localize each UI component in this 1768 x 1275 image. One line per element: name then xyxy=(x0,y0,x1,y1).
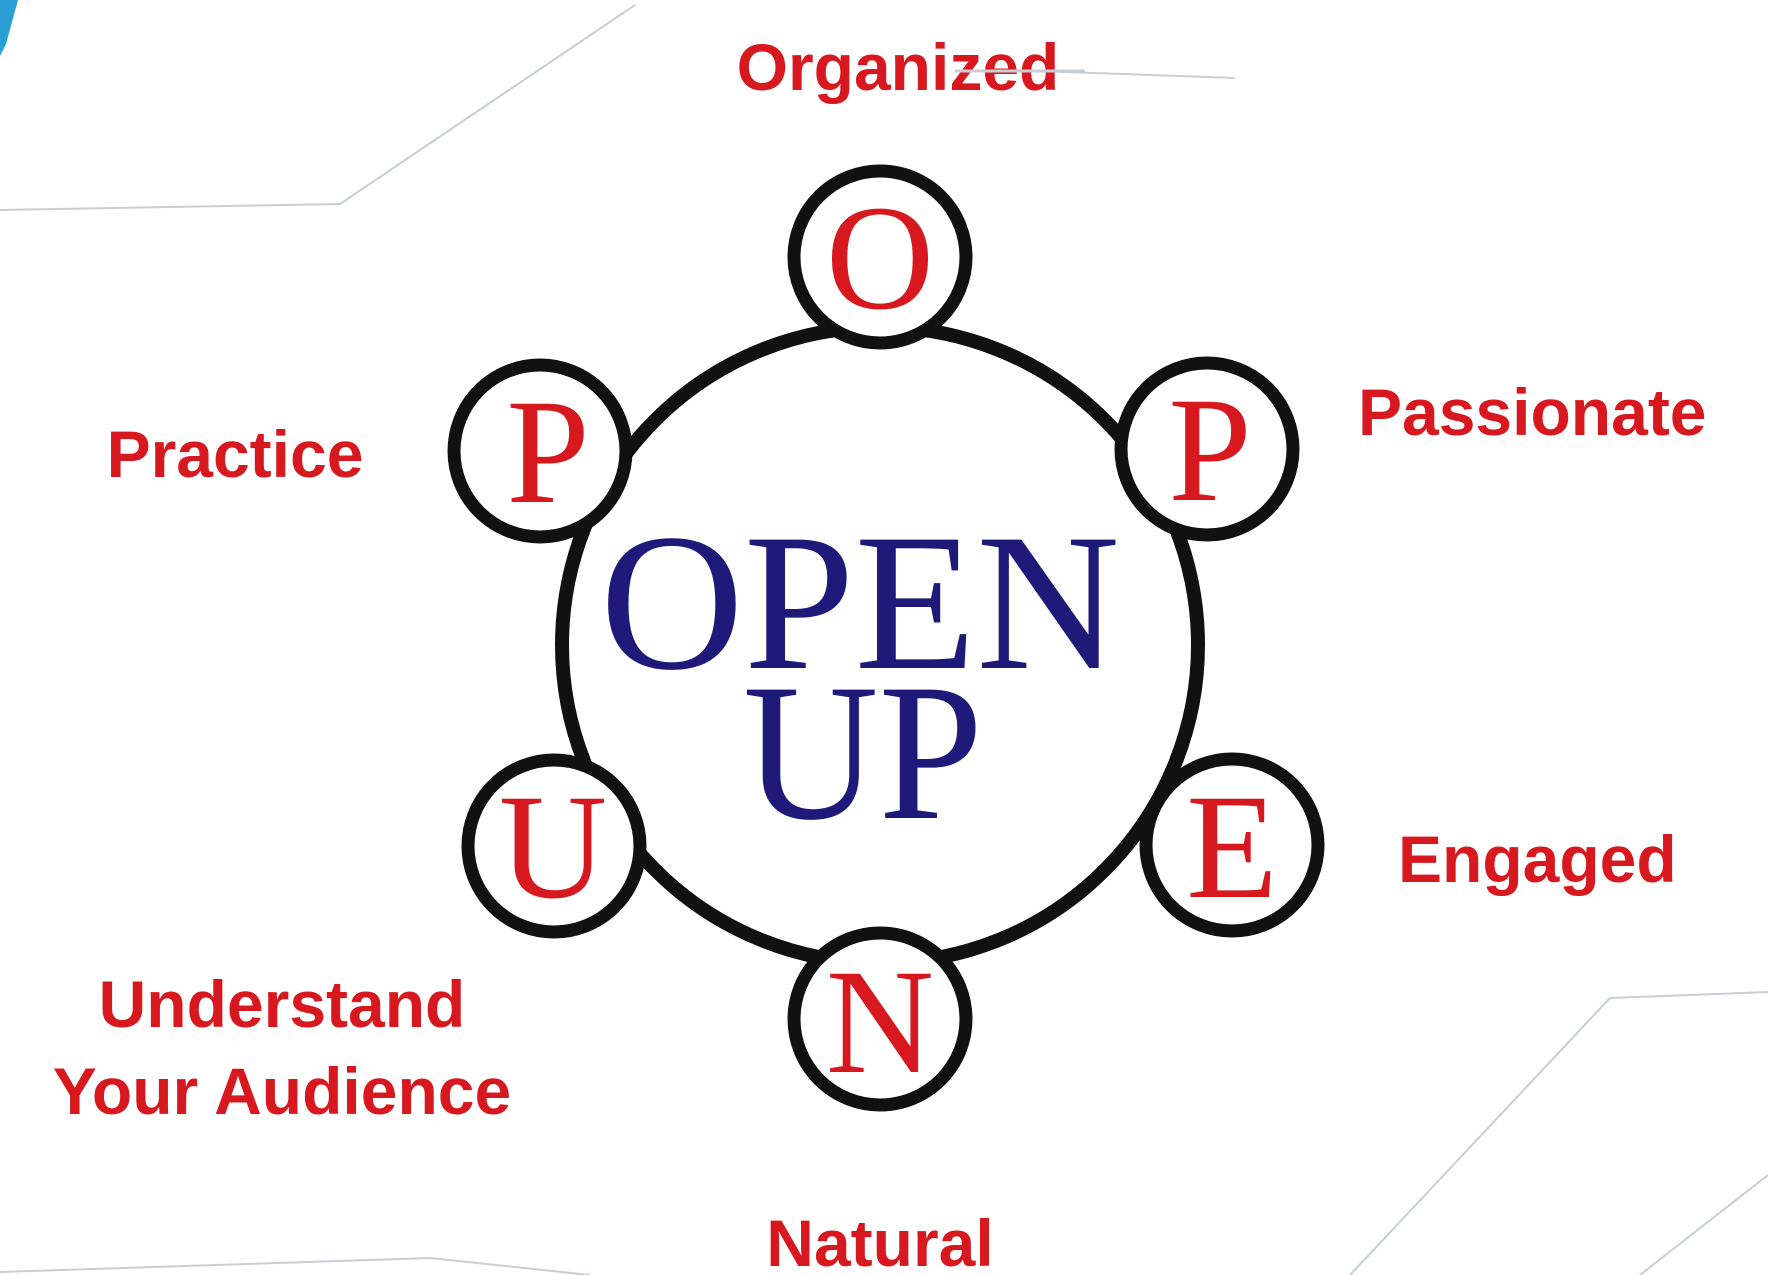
node-circle-o xyxy=(787,164,973,350)
decor-line-bottom-left xyxy=(0,1256,591,1275)
corner-logo-icon xyxy=(0,0,18,56)
node-circle-n xyxy=(787,926,973,1112)
node-letter-p-left: P xyxy=(506,369,589,535)
node-circle-p-left xyxy=(447,358,633,544)
node-circle-e xyxy=(1139,752,1325,938)
node-circle-p-right xyxy=(1114,356,1300,542)
node-circle-u xyxy=(461,753,647,939)
node-letter-u: U xyxy=(499,764,607,930)
label-practice: Practice xyxy=(107,417,364,491)
label-engaged: Engaged xyxy=(1398,822,1677,896)
center-title-line2: UP xyxy=(743,644,983,861)
node-letter-n: N xyxy=(826,939,934,1105)
node-letter-e: E xyxy=(1186,764,1278,930)
node-letter-p-right: P xyxy=(1168,367,1251,533)
label-understand: Understand xyxy=(99,967,466,1041)
decor-line-top-left xyxy=(0,4,636,211)
label-your-audience: Your Audience xyxy=(53,1054,511,1128)
label-organized: Organized xyxy=(737,30,1060,104)
decor-line-bottom-right xyxy=(1349,991,1768,1275)
label-natural: Natural xyxy=(766,1206,993,1275)
center-title-line1: OPEN xyxy=(600,494,1120,711)
decor-line-bottom-right-2 xyxy=(1639,1174,1768,1275)
label-passionate: Passionate xyxy=(1358,375,1707,449)
node-letter-o: O xyxy=(826,175,934,341)
